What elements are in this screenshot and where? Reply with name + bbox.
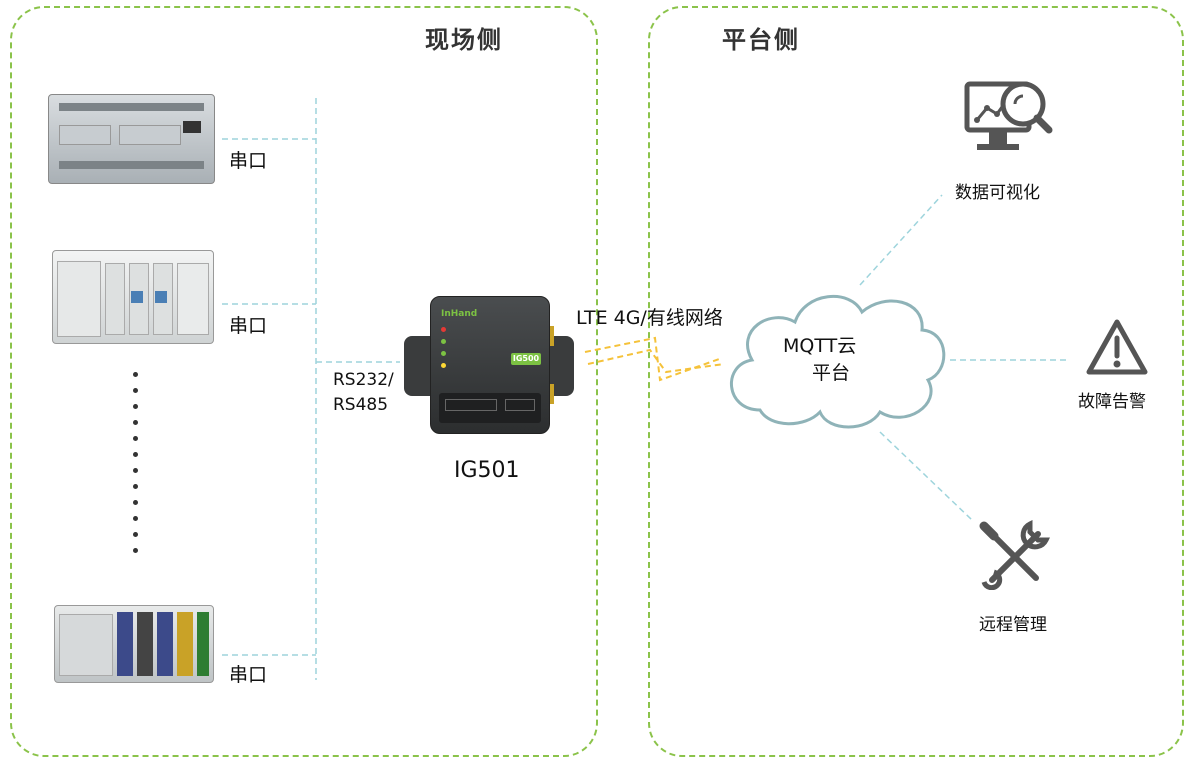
bus-label-rs485: RS485 — [333, 395, 389, 415]
serial-port-label-3: 串口 — [229, 664, 268, 686]
warning-triangle-icon — [1086, 319, 1148, 375]
cloud-icon — [729, 294, 946, 429]
tools-wrench-screwdriver-icon — [979, 520, 1050, 590]
gateway-name: IG501 — [454, 458, 520, 483]
platform-side-title: 平台侧 — [722, 26, 800, 54]
cloud-to-visualization-link — [859, 194, 943, 286]
gateway-brand-text: InHand — [441, 309, 478, 319]
siemens-plc-icon — [48, 94, 215, 184]
platform-side-panel — [648, 6, 1184, 757]
service-label-remote-management: 远程管理 — [979, 615, 1047, 635]
bus-label-rs232: RS232/ — [333, 370, 394, 390]
serial-port-label-2: 串口 — [229, 315, 268, 337]
wireless-link-icon — [584, 336, 725, 382]
service-label-visualization: 数据可视化 — [955, 183, 1040, 203]
data-visualization-monitor-icon — [964, 81, 1053, 150]
cloud-to-management-link — [879, 431, 973, 521]
allen-bradley-plc-icon — [54, 605, 214, 683]
cloud-platform-label-line1: MQTT云 — [783, 335, 857, 357]
gateway-router-icon: InHand IG500 — [404, 296, 574, 436]
serial-port-label-1: 串口 — [229, 150, 268, 172]
field-side-title: 现场侧 — [425, 26, 503, 54]
cloud-platform-label-line2: 平台 — [812, 362, 851, 384]
service-label-alarm: 故障告警 — [1078, 392, 1146, 412]
network-link-label: LTE 4G/有线网络 — [576, 307, 723, 329]
field-side-panel — [10, 6, 598, 757]
gateway-model-text: IG500 — [511, 353, 541, 365]
more-devices-ellipsis — [133, 372, 139, 564]
schneider-plc-icon — [52, 250, 214, 344]
